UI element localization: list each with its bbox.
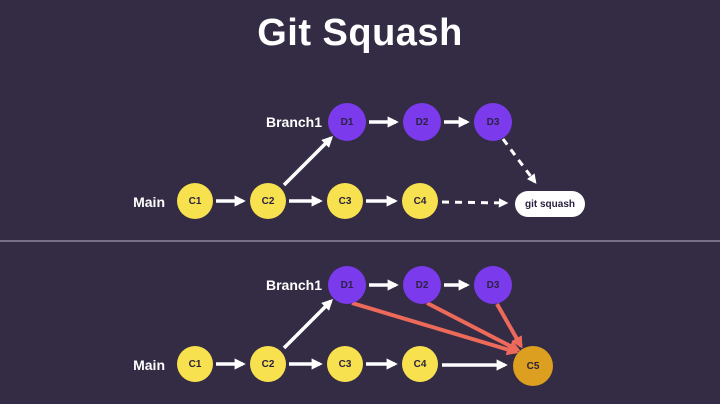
commit-label: C1	[188, 358, 202, 370]
commit-node-c4-bottom: C4	[402, 346, 438, 382]
commit-label: D1	[340, 116, 354, 128]
git-squash-pill: git squash	[515, 191, 586, 217]
arrow-d2-c5-squash	[426, 301, 521, 352]
arrow-d3-c5-squash	[495, 303, 523, 349]
main-label-bottom: Main	[133, 357, 165, 373]
commit-node-c4-top: C4	[402, 183, 438, 219]
commit-node-c3-bottom: C3	[327, 346, 363, 382]
commit-label: C1	[188, 195, 202, 207]
commit-node-c1-top: C1	[177, 183, 213, 219]
commit-label: D3	[486, 279, 500, 291]
arrow-d1-c5-squash	[351, 301, 519, 356]
branch1-label-top: Branch1	[265, 114, 322, 130]
branch1-label-bottom: Branch1	[265, 277, 322, 293]
commit-node-d3-bottom: D3	[474, 266, 512, 304]
commit-node-c1-bottom: C1	[177, 346, 213, 382]
arrow-c2-d1-top	[282, 136, 333, 187]
panel-divider	[0, 240, 720, 242]
arrow-d3-squash-dashed	[501, 138, 537, 184]
page-title: Git Squash	[257, 12, 463, 54]
commit-label: D1	[340, 279, 354, 291]
commit-node-d1-top: D1	[328, 103, 366, 141]
commit-label: C2	[261, 195, 275, 207]
commit-node-c3-top: C3	[327, 183, 363, 219]
commit-node-d2-bottom: D2	[403, 266, 441, 304]
main-label-top: Main	[133, 194, 165, 210]
commit-node-c5-squashed: C5	[513, 346, 553, 386]
commit-label: C3	[338, 358, 352, 370]
commit-label: C5	[526, 360, 540, 372]
commit-node-c2-bottom: C2	[250, 346, 286, 382]
arrow-c4-squash-dashed	[441, 198, 509, 208]
commit-label: C3	[338, 195, 352, 207]
commit-node-d2-top: D2	[403, 103, 441, 141]
commit-label: C4	[413, 358, 427, 370]
commit-label: D2	[415, 279, 429, 291]
commit-node-c2-top: C2	[250, 183, 286, 219]
commit-node-d1-bottom: D1	[328, 266, 366, 304]
commit-label: C2	[261, 358, 275, 370]
commit-label: C4	[413, 195, 427, 207]
arrow-c2-d1-bottom	[282, 299, 333, 350]
commit-label: D2	[415, 116, 429, 128]
commit-label: D3	[486, 116, 500, 128]
commit-node-d3-top: D3	[474, 103, 512, 141]
